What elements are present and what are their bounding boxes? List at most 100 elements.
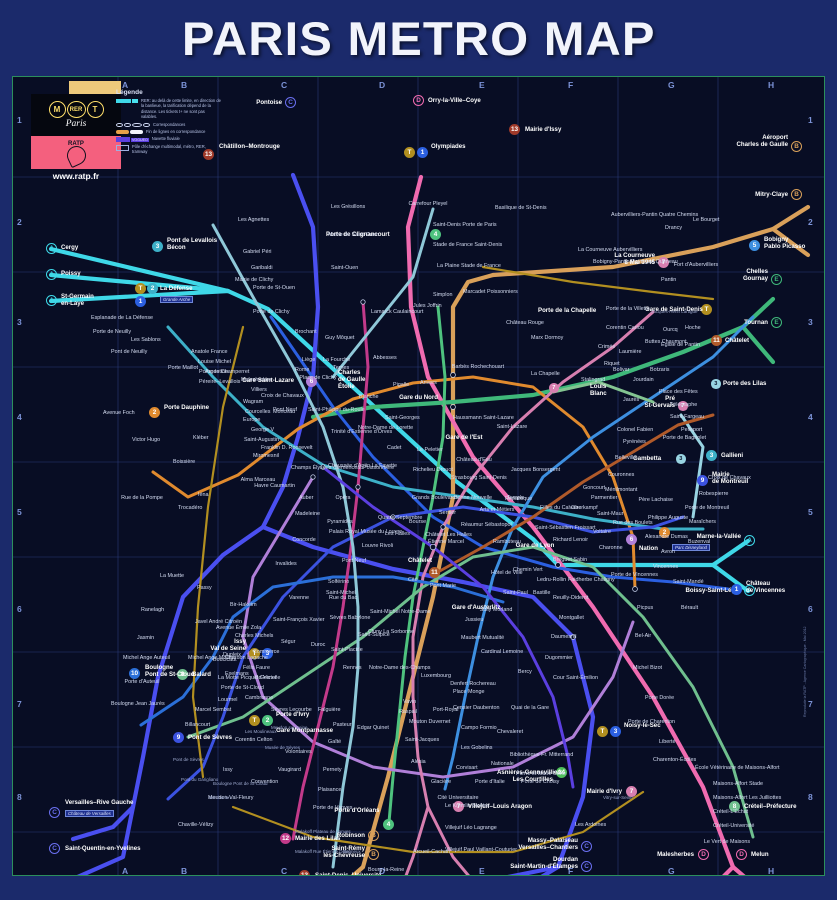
station-berault[interactable]: Bérault	[681, 605, 699, 611]
line-2-bullet-nation[interactable]: 2	[659, 527, 670, 538]
station-cluny-la-sorbonne[interactable]: Cluny La Sorbonne	[368, 629, 415, 635]
station-richelieu-drouot[interactable]: Richelieu Drouot	[413, 467, 453, 473]
station-saint-philippe-du-roule[interactable]: Saint-Philippe du-Roule	[308, 407, 365, 413]
station-chatelet-les-halles[interactable]: Châtelet Les Halles	[425, 532, 472, 538]
station-ecole-veterinaire[interactable]: École Vétérinaire de Maisons-Alfort	[695, 765, 780, 771]
station-sevres-lecourbe[interactable]: Sèvres Lecourbe	[271, 707, 312, 713]
rer-b-bullet-cdg[interactable]: B	[791, 141, 802, 152]
line-4-bullet-porte-dorleans[interactable]: 4	[383, 819, 394, 830]
station-boulogne-jean-jaures[interactable]: Boulogne Jean Jaurès	[111, 701, 165, 707]
station-saint-fargeau[interactable]: Saint-Fargeau	[670, 414, 705, 420]
line-13-bullet-saint-denis-universite[interactable]: 13	[509, 124, 520, 135]
station-telegraphe[interactable]: Télégraphe	[670, 402, 698, 408]
station-gare-du-nord[interactable]: Gare du Nord	[399, 394, 438, 401]
terminal-pont-de-levallois[interactable]: Pont de Levallois Bécon	[167, 237, 218, 252]
station-maraichers[interactable]: Maraîchers	[689, 519, 716, 525]
station-bastille[interactable]: Bastille	[533, 590, 551, 596]
station-cambronne[interactable]: Cambronne	[245, 695, 274, 701]
station-porte-de-st-cloud[interactable]: Porte de St-Cloud	[221, 685, 264, 691]
station-maisons-alfort-juilliottes[interactable]: Maisons-Alfort Les Juilliottes	[713, 795, 782, 801]
rer-a-bullet-poissy[interactable]: A	[46, 269, 57, 280]
station-boucicaut[interactable]: Boucicaut	[213, 657, 237, 663]
station-creteil-lechat[interactable]: Créteil-L'Échat	[713, 809, 749, 815]
station-avron[interactable]: Avron	[661, 549, 675, 555]
station-philippe-auguste[interactable]: Philippe Auguste	[648, 515, 689, 521]
line-13-bullet-chatillon-montrouge[interactable]: 13	[299, 870, 310, 875]
station-les-gresillons[interactable]: Les Grésillons	[331, 204, 366, 210]
terminal-la-defense[interactable]: La Défense	[160, 285, 193, 292]
station-avenue-emile-zola[interactable]: Avenue Émile Zola	[216, 625, 262, 631]
station-alexandre-dumas[interactable]: Alexandre Dumas	[645, 534, 688, 540]
station-buttes-chaumont[interactable]: Buttes Chaumont	[645, 339, 687, 345]
station-les-sablons[interactable]: Les Sablons	[131, 337, 161, 343]
terminal-saint-remy[interactable]: Saint-Rémy lès-Chevreuse	[323, 845, 365, 860]
station-haussmann-saint-lazare[interactable]: Pont Neuf	[273, 407, 297, 413]
line-14-bullet-olympiades[interactable]: 14	[556, 767, 567, 778]
line-3-bullet-pont-garigliano[interactable]: 3	[262, 648, 273, 659]
station-port-royal[interactable]: Port-Royal	[433, 707, 459, 713]
station-boissiere[interactable]: Boissière	[173, 459, 196, 465]
line-7-bullet-la-courneuve[interactable]: 7	[658, 257, 669, 268]
station-porte-de-choisy[interactable]: Porte de Choisy	[521, 779, 560, 785]
station-marx-dormoy[interactable]: Marx Dormoy	[531, 335, 564, 341]
station-ledru-rollin[interactable]: Ledru-Rollin	[537, 577, 567, 583]
station-porte-de-vanves[interactable]: Porte de Vanves	[313, 805, 353, 811]
station-plaisance[interactable]: Plaisance	[318, 787, 342, 793]
station-gare-montparnasse[interactable]: Gare Montparnasse	[276, 727, 333, 734]
terminal-chateau-de-vincennes[interactable]: Château de Vincennes	[746, 580, 786, 595]
station-bel-air[interactable]: Bel-Air	[635, 633, 652, 639]
rer-c-bullet-versailles[interactable]: C	[49, 807, 60, 818]
station-ranelagh[interactable]: Ranelagh	[141, 607, 165, 613]
line-3-bullet-porte-divry[interactable]: 3	[610, 726, 621, 737]
station-saint-michel[interactable]: Saint-Michel	[326, 590, 356, 596]
terminal-porte-dorleans[interactable]: Porte d'Orléans	[334, 807, 380, 814]
station-reuilly-diderot[interactable]: Reuilly-Diderot	[553, 595, 589, 601]
rer-c-bullet-pontoise[interactable]: C	[285, 97, 296, 108]
terminal-porte-des-lilas[interactable]: Porte des Lilas	[723, 380, 767, 387]
station-vitry-sur-seine[interactable]: Vitry-sur-Seine	[603, 795, 633, 800]
line-6-bullet-etoile[interactable]: 6	[306, 376, 317, 387]
terminal-mairie-de-montreuil[interactable]: Mairie de Montreuil	[712, 471, 749, 486]
station-stalingrad[interactable]: Stalingrad	[581, 377, 606, 383]
station-pont-marie[interactable]: Pont Marie	[429, 583, 457, 589]
terminal-orry-la-ville-coye[interactable]: Orry-la-Ville–Coye	[428, 97, 481, 104]
station-anatole-france[interactable]: Anatole France	[191, 349, 228, 355]
station-saint-sulpice[interactable]: Saint-Sulpice	[358, 632, 390, 638]
line-12-bullet-mairie-dissy[interactable]: 12	[280, 833, 291, 844]
terminal-massy-palaiseau[interactable]: Massy–Palaiseau Versailles–Chantiers	[518, 837, 578, 852]
station-chardon-lagache[interactable]: Chardon Lagache	[225, 655, 268, 661]
station-saint-georges[interactable]: Saint-Georges	[385, 415, 420, 421]
rer-a-bullet-boissy[interactable]: A	[744, 585, 755, 596]
station-pantin[interactable]: Pantin	[661, 277, 677, 283]
station-le-vert-de-maisons[interactable]: Le Vert de Maisons	[703, 839, 751, 845]
station-michel-bizot[interactable]: Michel Bizot	[633, 665, 663, 671]
station-europe[interactable]: Europe	[243, 417, 261, 423]
line-9-bullet-mairie-de-montreuil[interactable]: 9	[697, 475, 708, 486]
station-charles-michels[interactable]: Charles Michels	[235, 633, 274, 639]
station-javel-andre-citroen[interactable]: Javel André Citroën	[195, 619, 243, 625]
station-saint-augustin[interactable]: Saint-Augustin	[243, 437, 279, 443]
station-cadet[interactable]: Cadet	[387, 445, 402, 451]
station-dugommier[interactable]: Dugommier	[545, 655, 573, 661]
station-wagram[interactable]: Wagram	[243, 399, 264, 405]
station-alesia[interactable]: Alésia	[411, 759, 426, 765]
station-gare-dausterlitz[interactable]: Gare d'Austerlitz	[451, 604, 501, 611]
terminal-noisy-le-sec[interactable]: Gare de Saint-Denis	[645, 306, 703, 313]
rer-d-bullet-orry[interactable]: D	[413, 95, 424, 106]
terminal-mitry-claye[interactable]: Mitry-Claye	[755, 191, 788, 198]
terminal-poissy[interactable]: Poissy	[61, 270, 81, 277]
station-etienne-marcel[interactable]: Étienne Marcel	[428, 539, 464, 545]
station-pyramides[interactable]: Pyramides	[327, 519, 353, 525]
station-trinite[interactable]: Trinité d'Estienne d'Orves	[331, 429, 393, 435]
station-pere-lachaise[interactable]: Père Lachaise	[638, 497, 673, 503]
station-filles-du-calvaire[interactable]: Filles du Calvaire	[540, 505, 582, 511]
station-victor-hugo[interactable]: Victor Hugo	[132, 437, 161, 443]
station-argentine[interactable]: Argentine	[205, 369, 229, 375]
station-concorde[interactable]: Concorde	[292, 537, 316, 543]
terminal-aeroport-cdg[interactable]: Aéroport Charles de Gaulle	[736, 134, 788, 149]
station-luxembourg[interactable]: Luxembourg	[421, 673, 451, 679]
rer-a-bullet-stgermain[interactable]: A	[46, 295, 57, 306]
station-villejuif-paul-vaillant[interactable]: Villejuif Paul Vaillant-Couturier	[445, 847, 518, 853]
station-malakoff-plateau[interactable]: Malakoff Plateau de Vanves	[295, 829, 351, 834]
station-gare-de-lyon[interactable]: Gare de Lyon	[515, 542, 555, 549]
